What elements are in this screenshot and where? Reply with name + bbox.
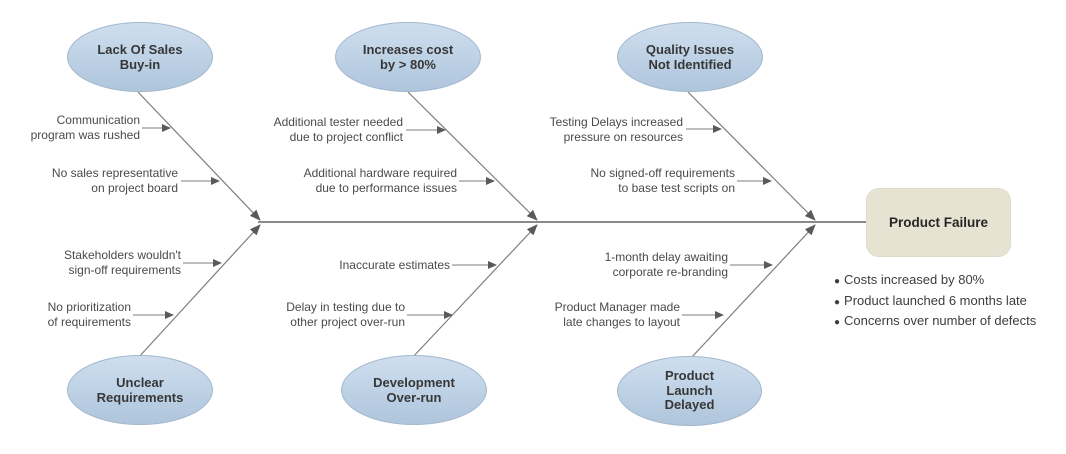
bone-bottom-right bbox=[690, 224, 816, 359]
cause-label-stakeholders: Stakeholders wouldn't sign-off requireme… bbox=[63, 248, 181, 277]
cause-label-no-prioritization: No prioritization of requirements bbox=[47, 300, 131, 329]
category-ellipse-unclear-requirements: Unclear Requirements bbox=[67, 355, 213, 425]
cause-label-additional-tester: Additional tester needed due to project … bbox=[273, 115, 403, 144]
category-ellipse-development-over-run: Development Over-run bbox=[341, 355, 487, 425]
bullet-icon: ● bbox=[834, 296, 841, 308]
bone-top-right bbox=[687, 91, 816, 221]
cause-label-inaccurate-estimates: Inaccurate estimates bbox=[339, 258, 450, 272]
cause-label-one-month-delay: 1-month delay awaiting corporate re-bran… bbox=[604, 250, 728, 279]
outcome-text: Product launched 6 months late bbox=[844, 292, 1027, 308]
outcome-text: Concerns over number of defects bbox=[844, 313, 1037, 328]
category-ellipse-increases-cost: Increases cost by > 80% bbox=[335, 22, 481, 92]
bone-bottom-left bbox=[137, 224, 261, 359]
cause-label-communication: Communication program was rushed bbox=[30, 113, 140, 142]
cause-label-additional-hardware: Additional hardware required due to perf… bbox=[303, 166, 457, 195]
bullet-icon: ● bbox=[834, 317, 841, 328]
outcome-list: ● Costs increased by 80% ● Product launc… bbox=[834, 271, 1066, 333]
cause-label-no-signed-off: No signed-off requirements to base test … bbox=[590, 166, 735, 195]
outcome-item: ● Product launched 6 months late bbox=[834, 292, 1066, 313]
category-ellipse-product-launch-delayed: Product Launch Delayed bbox=[617, 356, 762, 426]
effect-box-product-failure: Product Failure bbox=[866, 188, 1011, 257]
cause-label-product-manager: Product Manager made late changes to lay… bbox=[554, 300, 680, 329]
outcome-text: Costs increased by 80% bbox=[844, 272, 985, 287]
cause-label-no-sales-rep: No sales representative on project board bbox=[51, 166, 178, 195]
category-ellipse-quality-issues: Quality Issues Not Identified bbox=[617, 22, 763, 92]
bone-top-middle bbox=[407, 91, 538, 221]
bone-bottom-middle bbox=[411, 224, 538, 359]
outcome-item: ● Concerns over number of defects bbox=[834, 312, 1066, 333]
effect-label: Product Failure bbox=[888, 215, 988, 230]
bone-top-left bbox=[137, 91, 261, 221]
outcome-item: ● Costs increased by 80% bbox=[834, 271, 1066, 292]
bullet-icon: ● bbox=[834, 276, 841, 287]
category-ellipse-lack-of-sales-buy-in: Lack Of Sales Buy-in bbox=[67, 22, 213, 92]
cause-label-testing-delays: Testing Delays increased pressure on res… bbox=[549, 115, 683, 144]
cause-label-delay-in-testing: Delay in testing due to other project ov… bbox=[286, 300, 405, 329]
